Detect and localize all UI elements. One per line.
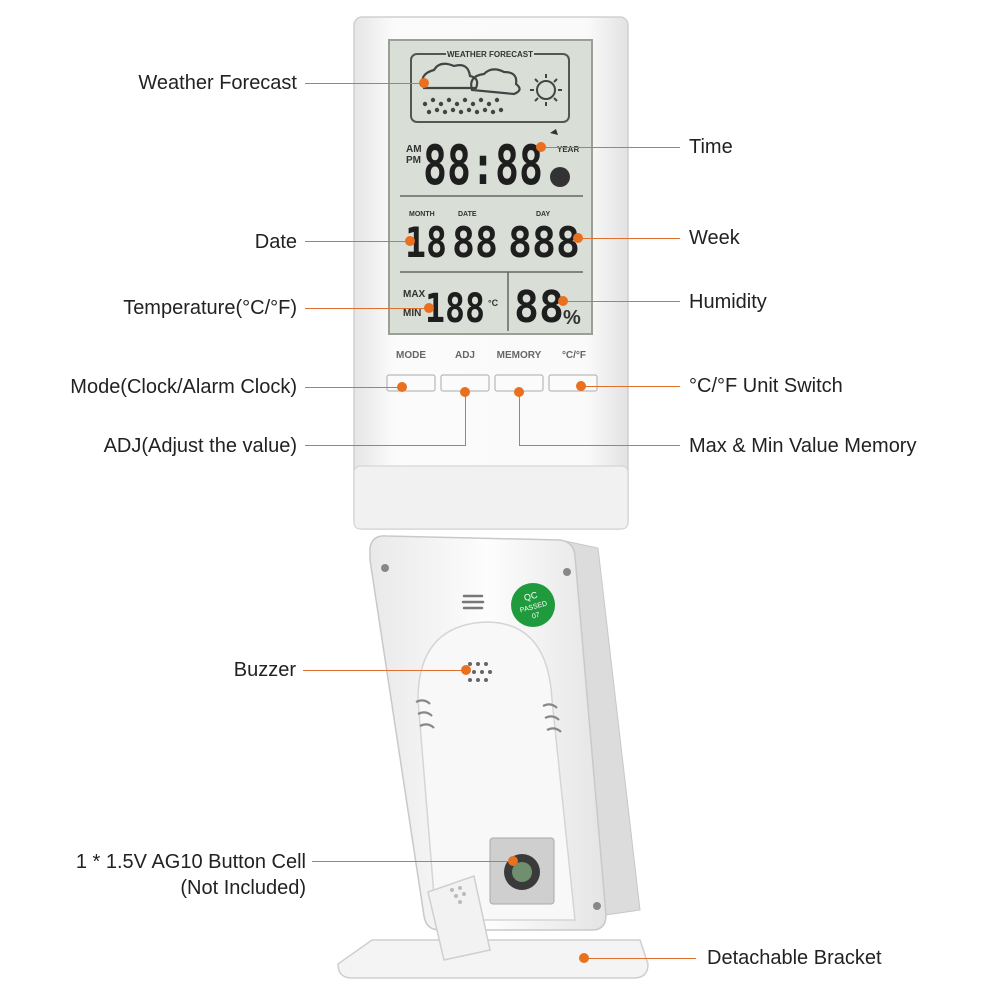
- sun-icon: [530, 74, 562, 106]
- lcd-temp-unit: °C: [488, 298, 499, 308]
- leader-time: [540, 147, 680, 148]
- callout-week: Week: [689, 227, 740, 249]
- qc-line3: 07: [531, 612, 540, 621]
- marker-unit-switch: [576, 381, 586, 391]
- bracket-grip: [450, 886, 466, 904]
- callout-time: Time: [689, 136, 733, 158]
- moon-phase-icon: [550, 167, 570, 187]
- lcd-forecast-title: WEATHER FORECAST: [447, 50, 533, 59]
- leader-date: [305, 241, 410, 242]
- vent-slots-right: [542, 703, 562, 733]
- leader-week: [578, 238, 680, 239]
- device-base: [353, 465, 629, 530]
- callout-buzzer: Buzzer: [233, 659, 296, 681]
- lcd-humidity-digits: 88: [514, 282, 564, 333]
- callout-unit-switch: °C/°F Unit Switch: [689, 375, 843, 397]
- lcd-date-digits: 88: [452, 218, 498, 267]
- marker-bracket: [579, 953, 589, 963]
- marker-adj: [460, 387, 470, 397]
- leader-memory: [519, 445, 680, 446]
- back-device: QC PASSED 07: [337, 535, 649, 979]
- lcd-humidity-unit: %: [563, 307, 581, 329]
- lcd-temp-digits: 188: [425, 286, 485, 332]
- callout-weather-forecast: Weather Forecast: [138, 72, 297, 94]
- marker-weather-forecast: [419, 78, 429, 88]
- marker-time: [536, 142, 546, 152]
- lcd-day: DAY: [536, 211, 550, 218]
- lcd-day-digits: 888: [508, 218, 580, 267]
- bracket-base: [337, 939, 649, 979]
- marker-buzzer: [461, 665, 471, 675]
- lcd-pm: PM: [406, 155, 421, 166]
- lcd-month: MONTH: [409, 211, 435, 218]
- lcd-min: MIN: [403, 308, 421, 319]
- leader-adj-vertical: [465, 392, 466, 446]
- callout-memory: Max & Min Value Memory: [689, 435, 917, 457]
- qc-line1: QC: [523, 590, 539, 603]
- marker-date: [405, 236, 415, 246]
- screw-bottom-right: [593, 902, 601, 910]
- marker-mode: [397, 382, 407, 392]
- leader-adj: [305, 445, 466, 446]
- leader-temperature: [305, 308, 429, 309]
- callout-battery-line2: (Not Included): [180, 877, 306, 899]
- lcd-max: MAX: [403, 289, 426, 300]
- marker-battery: [508, 856, 518, 866]
- bracket-tab[interactable]: [427, 875, 491, 961]
- front-device: WEATHER FORECAST AM PM 88:88 YEAR MO: [353, 16, 629, 530]
- button-label-mode: MODE: [396, 350, 426, 361]
- leader-weather-forecast: [305, 83, 424, 84]
- vent-slots-left: [415, 699, 435, 729]
- callout-mode: Mode(Clock/Alarm Clock): [70, 376, 297, 398]
- leader-memory-vertical: [519, 392, 520, 446]
- unit-switch-button[interactable]: [548, 374, 598, 392]
- cloud-rain-icon: [421, 62, 521, 96]
- marker-humidity: [558, 296, 568, 306]
- button-label-memory: MEMORY: [497, 350, 542, 361]
- button-label-adj: ADJ: [455, 350, 475, 361]
- button-label-unit: °C/°F: [562, 350, 586, 361]
- marker-memory: [514, 387, 524, 397]
- leader-unit-switch: [581, 386, 680, 387]
- leader-bracket: [584, 958, 696, 959]
- marker-temperature: [424, 303, 434, 313]
- lcd-year: YEAR: [557, 145, 579, 154]
- leader-battery: [312, 861, 512, 862]
- callout-humidity: Humidity: [689, 291, 767, 313]
- lcd-am: AM: [406, 144, 422, 155]
- screw-top-left: [381, 564, 389, 572]
- leader-humidity: [563, 301, 680, 302]
- lcd-date: DATE: [458, 211, 477, 218]
- alarm-bell-icon: [550, 129, 558, 135]
- callout-adj: ADJ(Adjust the value): [103, 435, 297, 457]
- callout-battery-line1: 1 * 1.5V AG10 Button Cell: [75, 851, 306, 873]
- vent-slots-top: [461, 594, 485, 610]
- rain-drops: [422, 97, 504, 115]
- lcd-time-digits: 88:88: [423, 134, 543, 197]
- qc-sticker: [511, 583, 555, 627]
- battery-contact: [512, 862, 532, 882]
- callout-bracket: Detachable Bracket: [707, 947, 882, 969]
- screw-top-right: [563, 568, 571, 576]
- mode-button[interactable]: [386, 374, 436, 392]
- callout-temperature: Temperature(°C/°F): [123, 297, 297, 319]
- callout-date: Date: [254, 231, 297, 253]
- leader-mode: [305, 387, 402, 388]
- marker-week: [573, 233, 583, 243]
- leader-buzzer: [303, 670, 466, 671]
